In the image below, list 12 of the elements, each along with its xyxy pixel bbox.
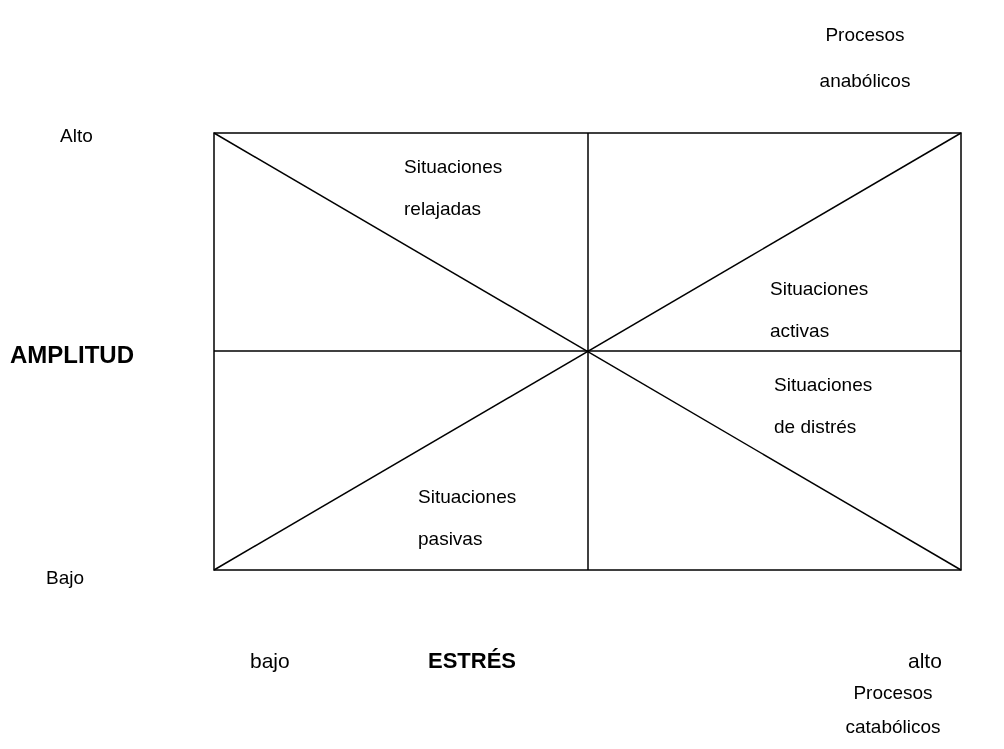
corner-note: Procesos catabólicos: [844, 681, 942, 739]
axis-title: ESTRÉS: [428, 647, 517, 675]
quadrant-label: Situaciones relajadas: [404, 155, 504, 221]
axis-tick-label: Bajo: [46, 566, 85, 590]
quadrant-label: Situaciones activas: [770, 277, 870, 343]
axis-tick-label: Alto: [60, 124, 93, 148]
quadrant-label: Situaciones pasivas: [418, 485, 518, 551]
axis-tick-label: alto: [908, 648, 942, 674]
quadrant-label: Situaciones de distrés: [774, 373, 874, 439]
axis-tick-label: bajo: [250, 648, 290, 674]
corner-note: Procesos anabólicos: [818, 23, 912, 93]
axis-title: AMPLITUD: [10, 340, 134, 370]
